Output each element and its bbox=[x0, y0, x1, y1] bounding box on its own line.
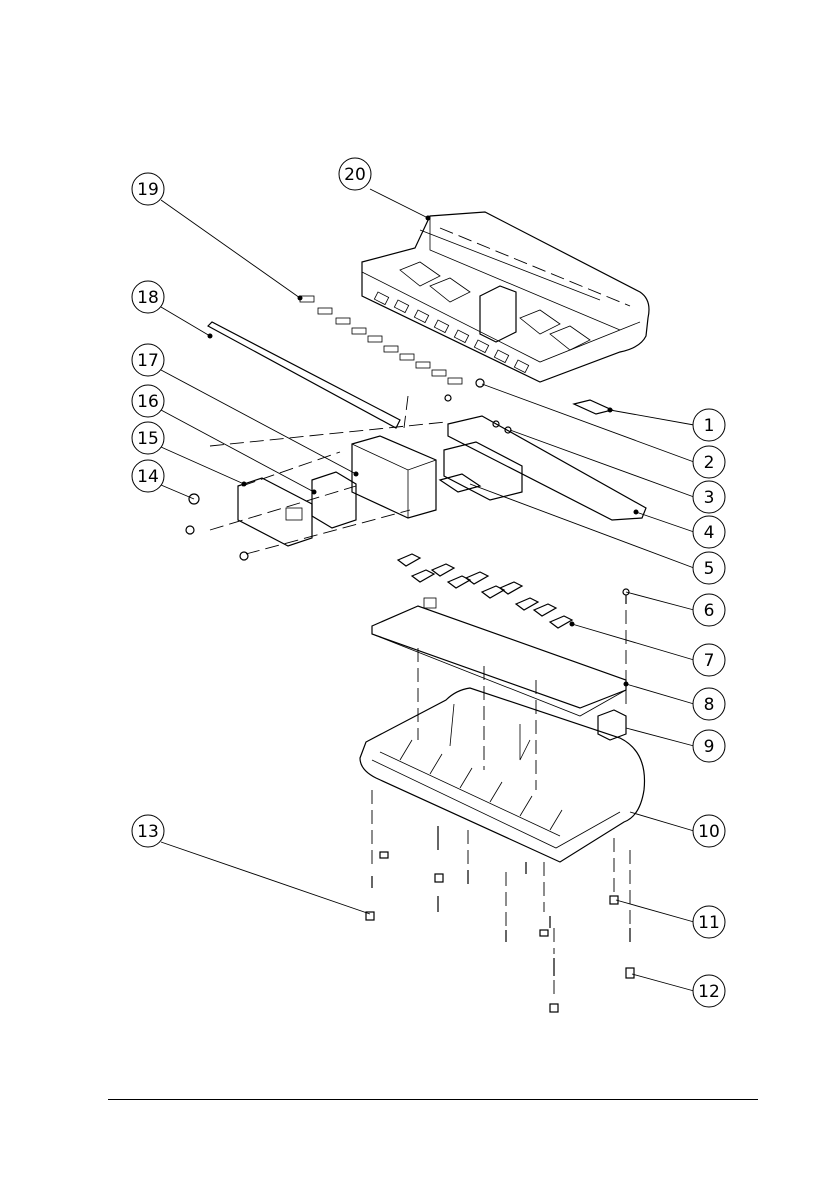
callout-11: 11 bbox=[693, 906, 725, 938]
svg-text:5: 5 bbox=[704, 559, 715, 579]
callout-17: 17 bbox=[132, 344, 164, 376]
top-housing bbox=[362, 212, 649, 382]
footer-rule bbox=[108, 1099, 758, 1100]
callout-1: 1 bbox=[693, 409, 725, 441]
long-bracket bbox=[208, 322, 400, 428]
svg-text:1: 1 bbox=[704, 416, 715, 436]
svg-text:19: 19 bbox=[137, 180, 159, 200]
callout-6: 6 bbox=[693, 594, 725, 626]
svg-text:11: 11 bbox=[698, 913, 720, 933]
button-2 bbox=[476, 379, 484, 387]
callout-15: 15 bbox=[132, 422, 164, 454]
callout-19: 19 bbox=[132, 173, 164, 205]
connector-strip bbox=[300, 296, 462, 384]
svg-text:18: 18 bbox=[137, 288, 159, 308]
assembly-lines bbox=[210, 396, 630, 1000]
callout-18: 18 bbox=[132, 281, 164, 313]
svg-text:2: 2 bbox=[704, 453, 715, 473]
callout-7: 7 bbox=[693, 644, 725, 676]
callout-9: 9 bbox=[693, 730, 725, 762]
svg-text:12: 12 bbox=[698, 982, 720, 1002]
leader-dots bbox=[208, 216, 639, 687]
callout-3: 3 bbox=[693, 481, 725, 513]
rear-bracket bbox=[448, 416, 646, 520]
base-hardware bbox=[366, 826, 634, 1012]
callout-2: 2 bbox=[693, 446, 725, 478]
interface-board bbox=[444, 442, 522, 500]
svg-text:6: 6 bbox=[704, 601, 715, 621]
callout-12: 12 bbox=[693, 975, 725, 1007]
callout-20: 20 bbox=[339, 158, 371, 190]
callout-13: 13 bbox=[132, 815, 164, 847]
svg-text:8: 8 bbox=[704, 695, 715, 715]
control-pcb bbox=[238, 478, 312, 546]
svg-text:15: 15 bbox=[137, 429, 159, 449]
callout-10: 10 bbox=[693, 815, 725, 847]
svg-text:4: 4 bbox=[704, 523, 715, 543]
gasket bbox=[574, 400, 612, 414]
svg-text:17: 17 bbox=[137, 351, 159, 371]
svg-text:16: 16 bbox=[137, 392, 159, 412]
svg-text:20: 20 bbox=[344, 165, 366, 185]
svg-text:9: 9 bbox=[704, 737, 715, 757]
callout-14: 14 bbox=[132, 460, 164, 492]
callout-4: 4 bbox=[693, 516, 725, 548]
callout-16: 16 bbox=[132, 385, 164, 417]
svg-text:13: 13 bbox=[137, 822, 159, 842]
svg-text:14: 14 bbox=[137, 467, 159, 487]
insulation-plate bbox=[312, 472, 356, 528]
cradle-contacts bbox=[398, 554, 572, 628]
svg-text:7: 7 bbox=[704, 651, 715, 671]
callout-5: 5 bbox=[693, 552, 725, 584]
svg-text:3: 3 bbox=[704, 488, 715, 508]
shield-cover bbox=[352, 436, 436, 518]
screw-14 bbox=[186, 494, 248, 560]
callout-8: 8 bbox=[693, 688, 725, 720]
screw-6 bbox=[623, 589, 629, 604]
svg-text:10: 10 bbox=[698, 822, 720, 842]
main-plate bbox=[372, 606, 626, 708]
